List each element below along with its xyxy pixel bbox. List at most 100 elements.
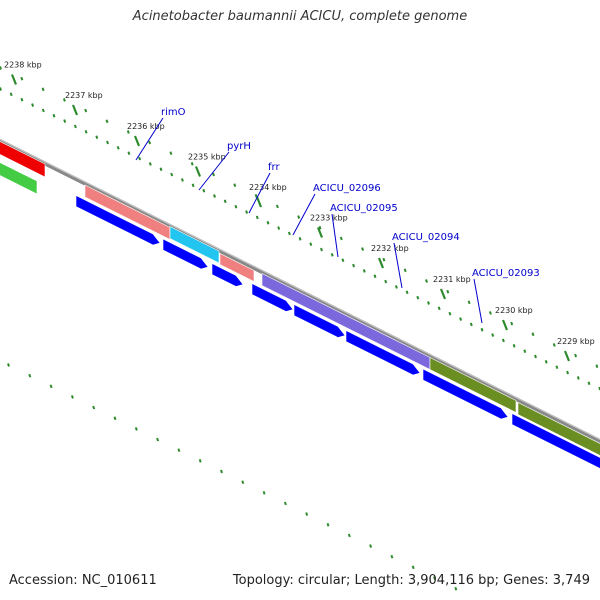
minor-tick xyxy=(501,338,505,343)
map-title: Acinetobacter baumannii ACICU, complete … xyxy=(132,9,468,24)
cds-arrow xyxy=(211,263,244,287)
minor-tick xyxy=(234,204,238,209)
minor-tick xyxy=(148,162,152,166)
minor-tick xyxy=(318,225,322,230)
minor-tick xyxy=(298,236,302,241)
feature-bar xyxy=(84,184,171,240)
minor-tick xyxy=(106,140,109,145)
major-tick xyxy=(194,166,202,177)
gene-leader-line xyxy=(331,213,339,258)
minor-tick xyxy=(552,343,556,347)
feature-bar xyxy=(0,141,46,178)
minor-tick xyxy=(510,321,514,326)
minor-tick xyxy=(320,247,323,252)
minor-tick xyxy=(156,437,160,442)
kbp-tick-label: 2235 kbp xyxy=(188,153,226,162)
minor-tick xyxy=(95,135,99,139)
gene-leader-line xyxy=(393,242,403,289)
minor-tick xyxy=(62,98,66,102)
gene-leader-line xyxy=(198,151,230,191)
cds-arrow xyxy=(345,330,421,376)
feature-bar xyxy=(169,226,220,264)
gene-label: ACICU_02096 xyxy=(313,183,381,194)
minor-tick xyxy=(454,586,458,591)
minor-tick xyxy=(0,66,2,70)
minor-tick xyxy=(0,87,2,91)
minor-tick xyxy=(467,300,471,305)
minor-tick xyxy=(177,448,181,453)
major-tick xyxy=(255,196,263,208)
minor-tick xyxy=(49,384,53,389)
kbp-tick-label: 2232 kbp xyxy=(371,244,409,253)
minor-tick xyxy=(403,268,407,273)
minor-tick xyxy=(531,332,535,337)
minor-tick xyxy=(330,253,334,257)
minor-tick xyxy=(534,354,537,359)
minor-tick xyxy=(63,119,67,123)
minor-tick xyxy=(446,289,450,294)
minor-tick xyxy=(159,167,163,172)
labels: rimOpyrHfrrACICU_02096ACICU_02095ACICU_0… xyxy=(135,107,540,324)
minor-tick xyxy=(309,242,313,246)
major-tick xyxy=(501,319,509,331)
minor-tick xyxy=(555,365,559,370)
minor-tick xyxy=(480,327,484,332)
gene-leader-line xyxy=(292,193,316,236)
minor-tick xyxy=(544,360,548,364)
minor-tick xyxy=(491,333,495,337)
minor-tick xyxy=(213,194,216,198)
feature-bar xyxy=(261,273,431,370)
minor-tick xyxy=(191,183,195,188)
minor-tick xyxy=(512,343,516,348)
minor-tick xyxy=(277,226,281,230)
kbp-tick-label: 2234 kbp xyxy=(249,183,287,192)
minor-tick xyxy=(427,301,430,305)
minor-tick xyxy=(41,108,45,113)
minor-tick xyxy=(254,193,258,198)
minor-tick xyxy=(394,285,398,289)
minor-tick xyxy=(198,459,202,463)
feature-bar xyxy=(0,162,38,195)
backbone xyxy=(0,138,600,444)
minor-tick xyxy=(9,92,13,97)
minor-tick xyxy=(134,427,138,431)
kbp-tick-label: 2233 kbp xyxy=(310,214,348,223)
minor-tick xyxy=(28,373,32,378)
gene-label: ACICU_02093 xyxy=(472,268,540,279)
minor-tick xyxy=(105,119,109,124)
minor-tick xyxy=(20,97,24,102)
minor-tick xyxy=(245,210,249,214)
kbp-tick-label: 2238 kbp xyxy=(4,61,42,70)
kbp-tick-label: 2236 kbp xyxy=(127,122,165,131)
minor-tick xyxy=(138,156,142,161)
cds-arrow xyxy=(162,238,209,270)
minor-tick xyxy=(127,151,131,156)
minor-tick xyxy=(448,311,452,316)
minor-tick xyxy=(266,220,270,225)
minor-tick xyxy=(7,363,10,367)
minor-tick xyxy=(305,512,309,516)
major-tick xyxy=(563,350,571,362)
minor-tick xyxy=(126,130,130,134)
minor-tick xyxy=(566,370,570,375)
minor-tick xyxy=(262,490,266,495)
minor-tick xyxy=(369,544,373,548)
cds-track xyxy=(75,195,600,469)
minor-tick xyxy=(148,140,152,145)
minor-tick xyxy=(425,279,428,283)
minor-tick xyxy=(169,151,173,156)
minor-tick xyxy=(113,416,117,421)
major-tick xyxy=(316,227,324,238)
feature-bar xyxy=(429,357,517,413)
minor-tick xyxy=(190,162,194,166)
minor-tick xyxy=(595,364,599,369)
minor-tick xyxy=(576,376,580,380)
minor-tick xyxy=(116,146,120,150)
minor-tick xyxy=(341,258,345,263)
feature-bar xyxy=(517,402,600,456)
major-tick xyxy=(71,104,79,116)
minor-tick xyxy=(488,311,492,315)
major-tick xyxy=(439,288,447,300)
minor-tick xyxy=(362,269,366,273)
